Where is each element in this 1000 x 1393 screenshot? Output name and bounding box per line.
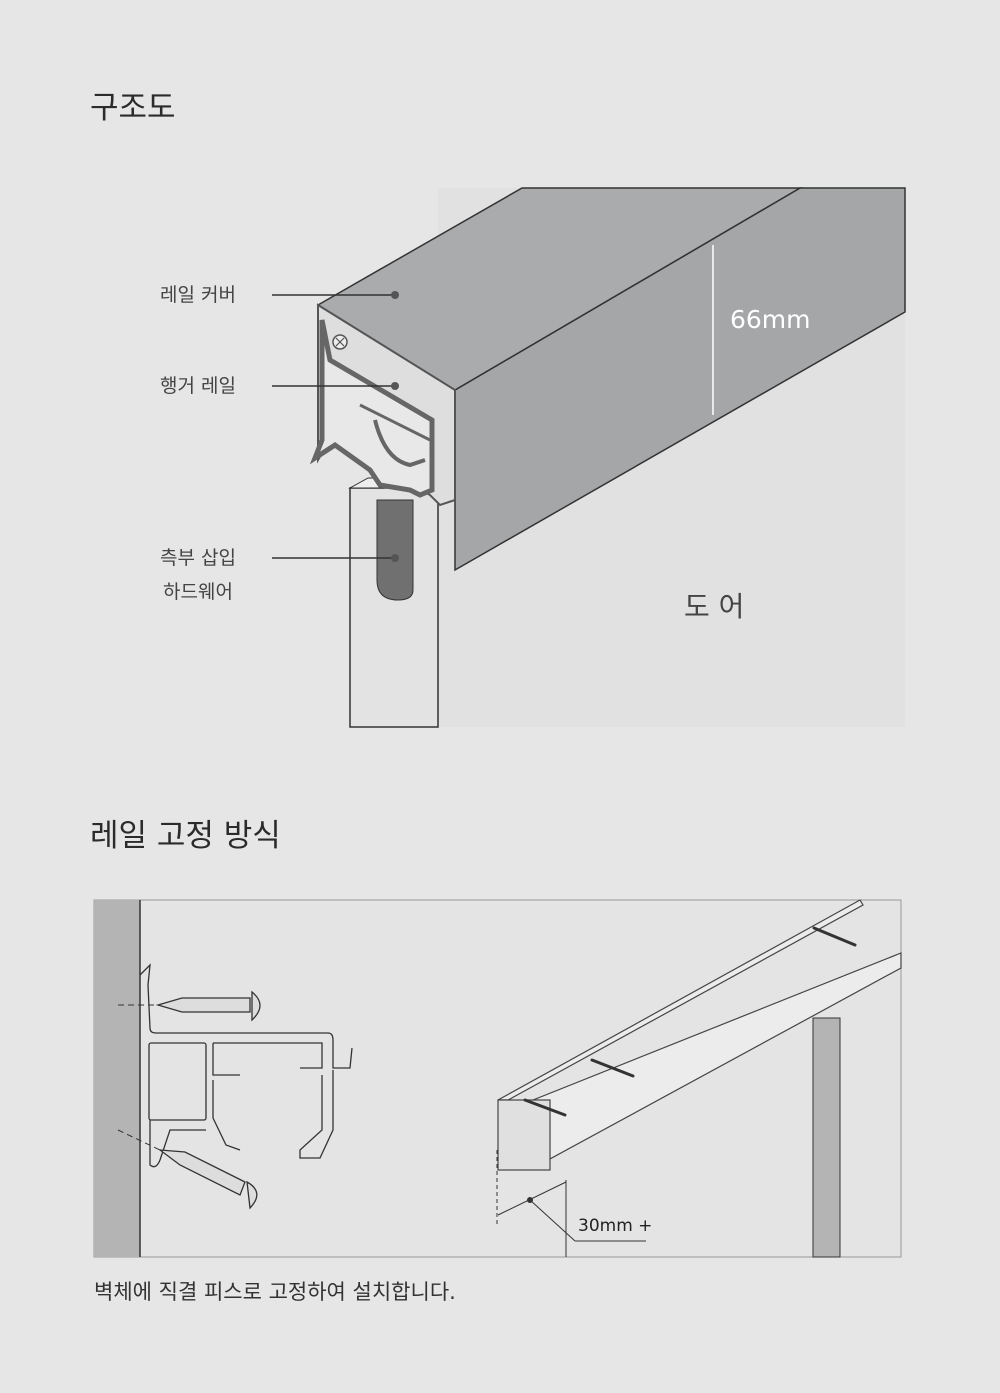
side-insert-hardware — [376, 499, 414, 601]
label-side-hardware-line2: 하드웨어 — [163, 581, 233, 603]
door-edge — [812, 1017, 841, 1258]
label-side-hardware: 측부 삽입 하드웨어 — [160, 541, 236, 609]
mounting-frame — [93, 899, 902, 1258]
structure-diagram — [272, 187, 906, 728]
screw-bottom-icon — [117, 1129, 258, 1210]
height-dimension: 66mm — [730, 305, 811, 334]
screw-top-icon — [118, 990, 261, 1022]
section-title-mounting: 레일 고정 방식 — [90, 818, 281, 854]
label-rail-cover: 레일 커버 — [160, 284, 236, 306]
door-label: 도 어 — [684, 590, 745, 623]
label-hanger-rail: 행거 레일 — [160, 375, 236, 397]
mounting-caption: 벽체에 직결 피스로 고정하여 설치합니다. — [94, 1280, 456, 1304]
clearance-dimension: 30mm + — [578, 1216, 653, 1236]
wall-section — [94, 900, 140, 1257]
hanger-rail-profile — [309, 303, 456, 507]
section-title-structure: 구조도 — [90, 90, 176, 126]
label-side-hardware-line1: 측부 삽입 — [160, 547, 236, 569]
